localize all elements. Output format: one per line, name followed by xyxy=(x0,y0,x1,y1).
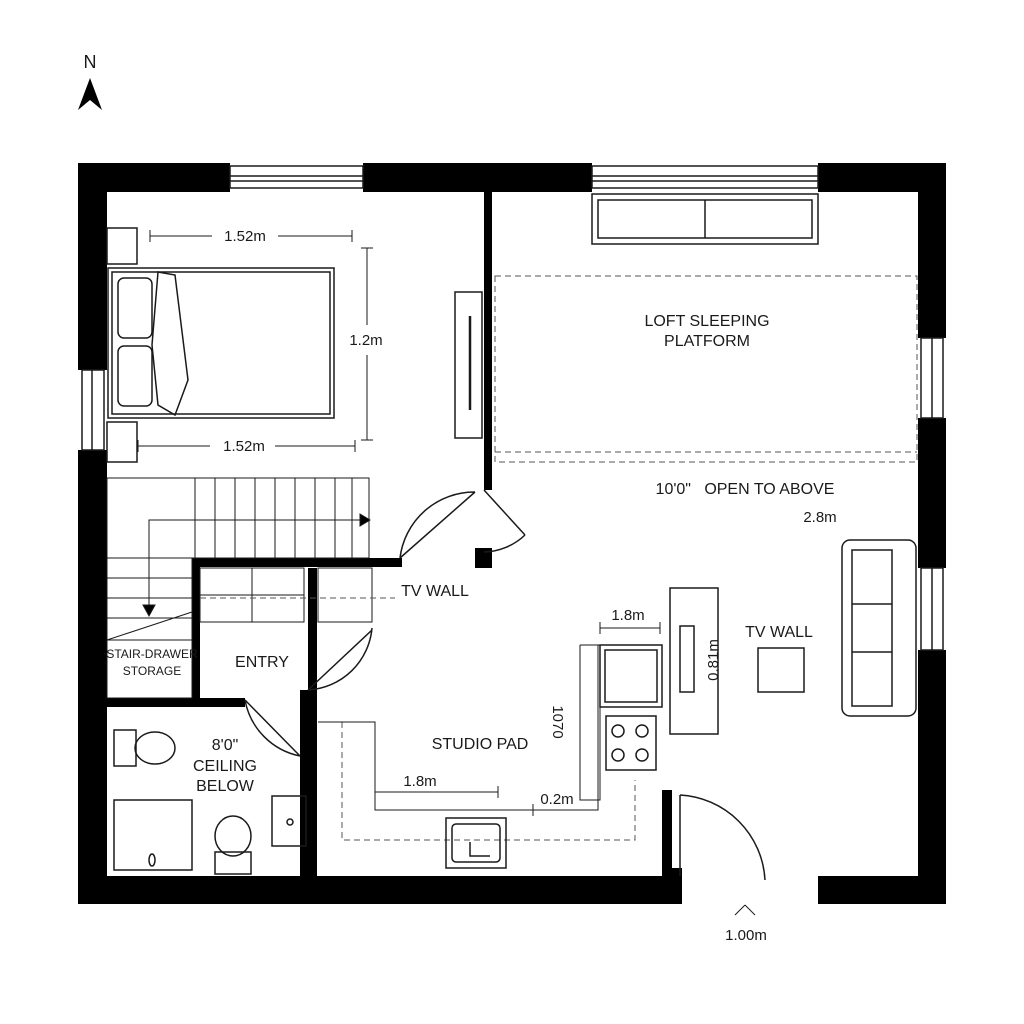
faucet-icon xyxy=(469,842,490,857)
living-furniture xyxy=(669,539,917,735)
pillow-top xyxy=(117,277,153,339)
wall-studio-right xyxy=(662,790,672,904)
dim-tv-stand: 0.81m xyxy=(705,639,722,681)
label-entry: ENTRY xyxy=(235,654,289,671)
shower xyxy=(113,799,193,871)
north-arrow-icon xyxy=(78,78,102,110)
dim-bed-bottom: 1.52m xyxy=(223,438,265,455)
bath-sink xyxy=(271,795,307,847)
bidet xyxy=(214,815,252,857)
wall-bedroom-divider xyxy=(484,192,492,490)
wall-top-mid xyxy=(363,163,592,192)
door-bath xyxy=(244,699,301,757)
wall-left-lower xyxy=(78,450,107,904)
stair-arrow-right-icon xyxy=(359,513,371,527)
sofa xyxy=(841,539,917,717)
door-main xyxy=(679,794,766,881)
toilet-tank xyxy=(113,729,137,767)
wall-studio-left xyxy=(308,568,317,876)
coffee-table xyxy=(757,647,805,693)
label-ceiling-line3: BELOW xyxy=(196,778,255,795)
label-loft-line1: LOFT SLEEPING xyxy=(644,313,769,330)
label-ceiling-line1: 8'0" xyxy=(212,737,239,754)
stair-direction-line xyxy=(148,519,360,610)
labels: 1.52m 1.52m 1.2m LOFT SLEEPING PLATFORM … xyxy=(106,228,836,944)
dim-counter-side: 1070 xyxy=(549,705,566,738)
label-loft-line2: PLATFORM xyxy=(664,333,750,350)
wall-stair-side xyxy=(192,558,200,698)
stairs xyxy=(106,477,371,699)
wall-closet-stub xyxy=(475,548,492,568)
dim-bed-top: 1.52m xyxy=(224,228,266,245)
nightstand-bottom xyxy=(106,421,138,463)
wall-right-mid xyxy=(918,418,946,568)
label-open-to-above: 10'0" OPEN TO ABOVE xyxy=(656,481,835,498)
tv xyxy=(679,625,695,693)
wall-right-upper xyxy=(918,163,946,338)
toilet-bowl xyxy=(134,731,176,765)
door-closet xyxy=(483,489,526,553)
pillow-bottom xyxy=(117,345,153,407)
window-top-left xyxy=(229,165,364,189)
label-storage-line2: STORAGE xyxy=(123,664,181,678)
fridge xyxy=(599,644,663,708)
label-storage-line1: STAIR-DRAWER xyxy=(106,647,198,661)
stair-run-upper xyxy=(106,477,370,559)
doors xyxy=(244,489,766,881)
dim-bed-side: 1.2m xyxy=(349,332,382,349)
dim-counter-bottom: 1.8m xyxy=(403,773,436,790)
wall-bath-right xyxy=(300,690,308,876)
wardrobe xyxy=(454,291,483,439)
wall-bath-top xyxy=(107,698,245,707)
stair-arrow-down-icon xyxy=(142,604,156,618)
tv-stand xyxy=(669,587,719,735)
drawer-storage xyxy=(199,567,395,623)
shower-drain-icon xyxy=(148,853,156,867)
stove xyxy=(605,715,657,771)
bedroom-furniture xyxy=(106,227,483,463)
dim-counter-gap: 0.2m xyxy=(540,791,573,808)
dim-sofa: 2.8m xyxy=(803,509,836,526)
door-entry xyxy=(307,627,373,691)
dim-counter-top: 1.8m xyxy=(611,607,644,624)
wall-stair-top xyxy=(192,558,402,567)
window-bench xyxy=(591,193,819,245)
kitchen-sink xyxy=(445,817,507,869)
loft-platform xyxy=(494,275,918,463)
wall-bottom-left xyxy=(78,876,672,904)
bed xyxy=(107,267,335,419)
exterior-walls xyxy=(78,163,946,904)
north-label: N xyxy=(84,52,97,72)
bathroom-fixtures xyxy=(113,729,307,875)
burner-icon xyxy=(611,724,625,738)
label-tv-wall-center: TV WALL xyxy=(401,583,469,600)
wall-bottom-right xyxy=(818,876,946,904)
window-left xyxy=(81,369,105,451)
kitchen-counter xyxy=(579,644,601,801)
dim-door: 1.00m xyxy=(725,927,767,944)
window-top-right xyxy=(591,165,819,189)
label-studio-pad: STUDIO PAD xyxy=(432,736,529,753)
wall-left-upper xyxy=(78,163,107,370)
kitchen xyxy=(318,644,663,869)
wall-door-jamb xyxy=(672,868,682,904)
windows xyxy=(81,165,944,651)
label-tv-wall-right: TV WALL xyxy=(745,624,813,641)
nightstand-top xyxy=(106,227,138,265)
interior-walls xyxy=(107,192,682,904)
door-bedroom xyxy=(399,491,476,559)
blanket-fold xyxy=(151,271,189,417)
label-ceiling-line2: CEILING xyxy=(193,758,257,775)
wall-right-lower xyxy=(918,650,946,904)
north-arrow: N xyxy=(78,52,102,110)
